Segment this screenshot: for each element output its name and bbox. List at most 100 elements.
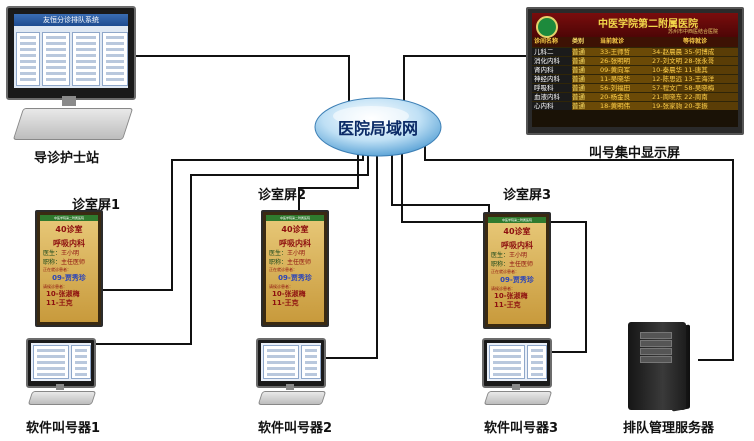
central-display-label: 叫号集中显示屏 xyxy=(589,146,681,161)
app-tree-pane xyxy=(16,32,40,86)
link-room-screen-2 xyxy=(298,152,359,212)
doctor-title: 主任医师 xyxy=(509,261,534,268)
room-number: 40诊室 xyxy=(503,227,531,236)
title-label: 职称： xyxy=(269,259,288,266)
row-current: 11-吴晓华 xyxy=(600,75,652,83)
room-screen-1: 中医学院第二附属医院 40诊室 呼吸内科 医生：王小明 职称：主任医师 正在就诊… xyxy=(35,210,103,327)
row-waiting: 12-陈思远 13-王海洋 xyxy=(652,75,738,83)
hospital-lan-cloud: 医院局域网 xyxy=(313,96,443,158)
doctor-line: 医生：王小明 xyxy=(266,249,324,258)
title-label: 职称： xyxy=(43,259,62,266)
central-display-columns: 诊间名称 类别 当前就诊 等待就诊 xyxy=(532,37,738,47)
wait-patient: 11-王克 xyxy=(46,299,73,307)
app-list-pane xyxy=(489,345,525,379)
column-header: 等待就诊 xyxy=(682,38,707,45)
room-screen-panel: 中医学院第二附属医院 40诊室 呼吸内科 医生：王小明 职称：主任医师 正在就诊… xyxy=(488,217,546,324)
title-line: 职称：主任医师 xyxy=(40,258,98,267)
doctor-line: 医生：王小明 xyxy=(488,251,546,260)
link-server xyxy=(424,146,734,361)
room-screen-3: 中医学院第二附属医院 40诊室 呼吸内科 医生：王小明 职称：主任医师 正在就诊… xyxy=(483,212,551,329)
row-current: 20-杨金良 xyxy=(600,93,652,101)
soft-caller-1-computer xyxy=(26,338,97,406)
room-screen-panel: 中医学院第二附属医院 40诊室 呼吸内科 医生：王小明 职称：主任医师 正在就诊… xyxy=(266,215,324,322)
now-label: 正在就诊患者： xyxy=(43,267,71,272)
doctor-label: 医生： xyxy=(43,250,62,257)
link-caller-3 xyxy=(401,152,587,353)
doctor-label: 医生： xyxy=(491,252,510,259)
soft-caller-2-label: 软件叫号器2 xyxy=(258,421,333,436)
central-display-subtitle: 苏州市中西医结合医院 xyxy=(667,29,718,35)
row-waiting: 19-张家驹 20-李振 xyxy=(652,102,738,110)
row-type: 普通 xyxy=(572,48,600,56)
room-dept: 呼吸内科 xyxy=(279,239,311,248)
title-line: 职称：主任医师 xyxy=(488,260,546,269)
title-label: 职称： xyxy=(491,261,510,268)
row-dept: 儿科二 xyxy=(532,48,572,56)
row-waiting: 57-程文广 58-吴晓梅 xyxy=(652,84,738,92)
queue-server xyxy=(622,322,696,414)
row-dept: 神经内科 xyxy=(532,75,572,83)
app-list-pane xyxy=(33,345,69,379)
soft-caller-3-computer xyxy=(482,338,553,406)
app-button-pane xyxy=(71,345,91,379)
row-dept: 消化内科 xyxy=(532,57,572,65)
doctor-name: 王小明 xyxy=(61,250,80,257)
monitor xyxy=(256,338,326,388)
table-row: 血液内科 普通 20-杨金良 21-周晓东 22-周南 xyxy=(532,92,738,101)
monitor: 友恒分诊排队系统 xyxy=(6,6,136,100)
room-number: 40诊室 xyxy=(55,225,83,234)
link-room-screen-1 xyxy=(100,150,364,291)
row-dept: 血液内科 xyxy=(532,93,572,101)
caller-app-screen xyxy=(261,343,321,381)
keyboard-icon xyxy=(257,391,327,405)
link-caller-2 xyxy=(322,155,378,359)
table-row: 心内科 普通 18-黄明伟 19-张家驹 20-李振 xyxy=(532,101,738,110)
row-dept: 呼吸科 xyxy=(532,84,572,92)
doctor-line: 医生：王小明 xyxy=(40,249,98,258)
doctor-name: 王小明 xyxy=(509,252,528,259)
row-type: 普通 xyxy=(572,57,600,65)
hospital-logo-icon xyxy=(536,16,558,38)
monitor-stand xyxy=(512,384,520,390)
doctor-label: 医生： xyxy=(269,250,288,257)
monitor-stand xyxy=(62,96,76,106)
row-current: 09-黄向军 xyxy=(600,66,652,74)
link-caller-1 xyxy=(67,152,369,345)
table-row: 儿科二 普通 33-王师哲 34-赵晨晨 35-何博成 xyxy=(532,47,738,56)
table-row: 消化内科 普通 26-张明明 27-刘文明 28-张永哥 xyxy=(532,56,738,65)
doctor-title: 主任医师 xyxy=(287,259,312,266)
central-display-panel: 中医学院第二附属医院 苏州市中西医结合医院 诊间名称 类别 当前就诊 等待就诊 … xyxy=(532,13,738,127)
app-list-pane xyxy=(72,32,100,86)
soft-caller-1-label: 软件叫号器1 xyxy=(26,421,101,436)
nurse-station-label: 导诊护士站 xyxy=(34,151,100,166)
doctor-name: 王小明 xyxy=(287,250,306,257)
nurse-station-computer: 友恒分诊排队系统 xyxy=(4,4,136,144)
app-button-pane xyxy=(527,345,547,379)
room-screen-2-label: 诊室屏2 xyxy=(258,188,307,203)
keyboard-icon xyxy=(27,391,97,405)
server-tower-icon xyxy=(628,322,686,410)
wait-label: 请候诊患者： xyxy=(491,286,515,291)
row-type: 普通 xyxy=(572,66,600,74)
row-dept: 心内科 xyxy=(532,102,572,110)
app-button-pane xyxy=(301,345,321,379)
table-row: 神经内科 普通 11-吴晓华 12-陈思远 13-王海洋 xyxy=(532,74,738,83)
row-waiting: 27-刘文明 28-张永哥 xyxy=(652,57,738,65)
room-screen-header: 中医学院第二附属医院 xyxy=(488,217,546,223)
room-screen-2: 中医学院第二附属医院 40诊室 呼吸内科 医生：王小明 职称：主任医师 正在就诊… xyxy=(261,210,329,327)
title-line: 职称：主任医师 xyxy=(266,258,324,267)
row-type: 普通 xyxy=(572,93,600,101)
room-screen-3-label: 诊室屏3 xyxy=(503,188,552,203)
keyboard-icon xyxy=(483,391,553,405)
row-current: 18-黄明伟 xyxy=(600,102,652,110)
caller-app-screen xyxy=(31,343,91,381)
now-patient: 09-贾秀珍 xyxy=(52,274,86,282)
soft-caller-3-label: 软件叫号器3 xyxy=(484,421,559,436)
wait-label: 请候诊患者： xyxy=(269,284,293,289)
monitor-stand xyxy=(286,384,294,390)
row-current: 26-张明明 xyxy=(600,57,652,65)
link-nurse-station xyxy=(130,55,350,108)
link-room-screen-3 xyxy=(391,152,490,215)
row-dept: 肾内科 xyxy=(532,66,572,74)
keyboard-icon xyxy=(12,108,134,140)
